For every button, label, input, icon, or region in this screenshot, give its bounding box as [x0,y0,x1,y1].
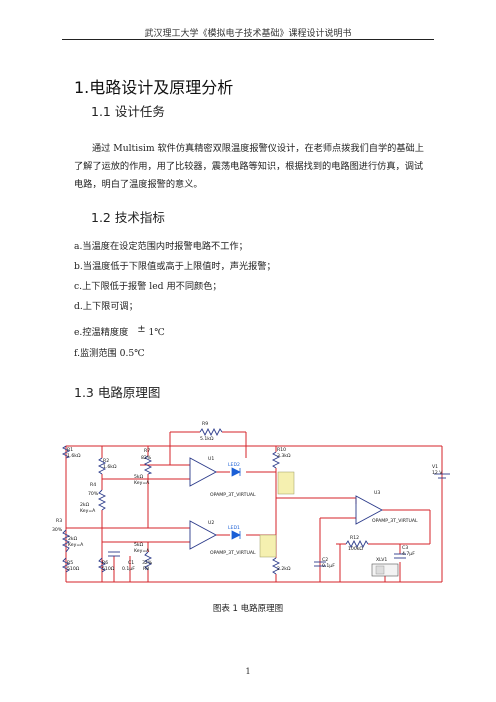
value-r12: 100kΩ [348,546,363,552]
value-c2: 0.1μF [322,563,335,569]
value-r1: 1.6kΩ [67,453,81,459]
circuit-schematic: R9 5.1kΩ R1 1.6kΩ R2 1.6kΩ R7 82% 5kΩ Ke… [52,421,450,583]
label-led2: LED2 [228,462,240,468]
section-heading-1-1: 1.1 设计任务 [91,104,165,119]
page-number: 1 [245,667,251,676]
label-r7: R7 [144,448,150,454]
plus-minus-sign: ± [137,324,146,335]
value-c1: 0.1μF [122,566,135,572]
name-u3: OPAMP_3T_VIRTUAL [372,518,418,524]
label-c2: C2 [322,557,328,563]
label-r3: R3 [56,518,62,524]
tolerance-value: 1℃ [148,327,165,338]
spec-item-d: d.上下限可调； [74,301,138,312]
label-c3: C3 [402,545,408,551]
spec-item-e: e.控温精度度 ± 1℃ [74,324,165,338]
key-r4: Key=A [80,508,96,514]
value-r4: 2kΩ [80,502,90,508]
key-r8: Key=A [134,548,150,554]
percent-r8: 32% [142,560,153,566]
percent-r4: 70% [88,491,99,497]
value-r7: 5kΩ [134,474,144,480]
label-v1: V1 [432,464,438,470]
page-header: 武汉理工大学《模拟电子技术基础》课程设计说明书 [144,29,352,39]
label-r12: R12 [350,535,359,541]
key-r3: Key=A [68,542,84,548]
label-u3: U3 [374,490,380,496]
name-u2: OPAMP_3T_VIRTUAL [210,550,256,556]
value-r8: 5kΩ [134,542,144,548]
value-r6: 510Ω [102,566,115,572]
value-r5: 510Ω [67,566,80,572]
label-r6: R6 [102,560,108,566]
label-r10: R10 [277,447,286,453]
label-r9: R9 [202,421,208,427]
spec-item-f: f.监测范围 0.5℃ [74,348,145,359]
value-r2: 1.6kΩ [103,464,117,470]
label-r1: R1 [67,447,73,453]
name-u1: OPAMP_3T_VIRTUAL [210,492,256,498]
label-u1: U1 [208,456,214,462]
spec-item-a: a.当温度在设定范围内时报警电路不工作； [74,241,248,252]
percent-r7: 82% [141,455,152,461]
label-xlv1: XLV1 [376,557,387,563]
value-v1: 12 V [432,470,443,476]
percent-r3: 30% [52,527,63,533]
value-r11: 2.2kΩ [277,566,291,572]
spec-item-b: b.当温度低于下限值或高于上限值时，声光报警； [74,261,276,272]
label-r2: R2 [103,458,109,464]
section-heading-1-2: 1.2 技术指标 [91,210,165,225]
label-u2: U2 [208,520,214,526]
label-c1: C1 [128,560,134,566]
spec-item-c: c.上下限低于报警 led 用不同颜色； [74,281,222,292]
value-r9: 5.1kΩ [200,436,214,442]
spec-item-e-label: e.控温精度度 [74,327,132,338]
label-led1: LED1 [228,525,240,531]
value-r3: 2kΩ [68,536,78,542]
value-r10: 3.3kΩ [277,453,291,459]
label-r4: R4 [90,482,96,488]
section-heading-1: 1.电路设计及原理分析 [74,78,234,97]
value-c3: 4.7μF [402,551,415,557]
section-heading-1-3: 1.3 电路原理图 [74,385,161,400]
task-paragraph: 通过 Multisim 软件仿真精密双限温度报警仪设计，在老师点拨我们自学的基础… [74,143,424,190]
header-rule [62,39,434,40]
figure-caption: 图表 1 电路原理图 [212,604,284,614]
key-r7: Key=A [134,480,150,486]
label-r8: R8 [143,566,149,572]
label-r5: R5 [67,560,73,566]
